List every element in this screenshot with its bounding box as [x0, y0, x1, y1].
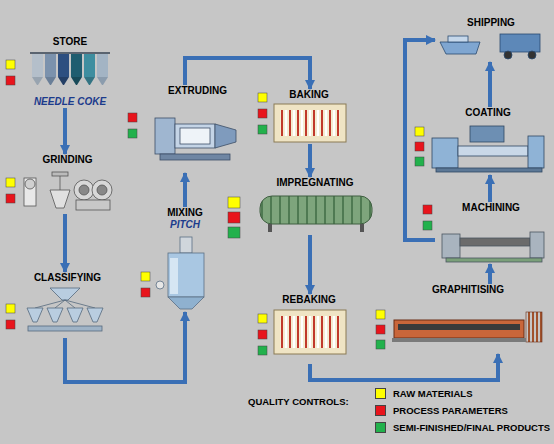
extruder	[155, 118, 236, 160]
legend-item: PROCESS PARAMETERS	[375, 402, 550, 419]
shipping-vehicles	[440, 34, 540, 59]
process-step: IMPREGNATING	[252, 177, 378, 235]
process-step: STORE NEEDLE COKE	[25, 36, 115, 108]
legend-heading: QUALITY CONTROLS:	[248, 396, 349, 408]
mixer	[156, 237, 204, 309]
coating-machine	[432, 126, 544, 172]
step-heading: BAKING	[289, 89, 328, 101]
process-step: REBAKING	[268, 294, 350, 364]
step-heading: STORE	[53, 36, 87, 48]
flow-arrow	[308, 144, 312, 177]
flow-arrow	[488, 264, 492, 284]
silos	[30, 52, 110, 85]
legend-item: SEMI-FINISHED/FINAL PRODUCTS	[375, 419, 550, 436]
flow-arrow	[310, 354, 498, 380]
process-step: MIXINGPITCH	[150, 207, 220, 312]
process-step: COATING	[428, 107, 548, 175]
flow-arrow	[65, 312, 185, 382]
process-step: BAKING	[268, 89, 350, 144]
process-step: CLASSIFYING	[20, 272, 115, 338]
step-heading: GRINDING	[43, 154, 93, 166]
rebaking-furnace	[274, 310, 346, 354]
graphitising-furnace	[392, 312, 542, 342]
legend: RAW MATERIALS PROCESS PARAMETERS SEMI-FINI…	[375, 385, 550, 436]
process-step: GRINDING	[20, 154, 115, 214]
legend-text: PROCESS PARAMETERS	[393, 405, 508, 416]
legend-text: RAW MATERIALS	[393, 388, 473, 399]
autoclave	[260, 196, 372, 232]
process-step: SHIPPING	[435, 17, 547, 62]
flow-arrow	[405, 40, 435, 240]
step-heading: MACHINING	[462, 202, 520, 214]
step-heading: SHIPPING	[467, 17, 515, 29]
step-heading: IMPREGNATING	[276, 177, 353, 189]
baking-furnace	[274, 104, 346, 142]
legend-text: SEMI-FINISHED/FINAL PRODUCTS	[393, 422, 550, 433]
process-step: GRAPHITISING	[388, 284, 548, 354]
legend-item: RAW MATERIALS	[375, 385, 550, 402]
legend-swatch	[375, 388, 386, 399]
step-heading: MIXING	[167, 207, 203, 219]
lathe	[442, 232, 544, 262]
grinders	[24, 172, 112, 210]
step-heading: REBAKING	[282, 294, 335, 306]
flow-arrow	[63, 108, 67, 154]
step-heading: CLASSIFYING	[34, 272, 101, 284]
flow-arrow	[488, 175, 492, 202]
flow-arrow	[185, 58, 310, 89]
flow-arrow	[308, 235, 312, 294]
step-heading: GRAPHITISING	[432, 284, 504, 296]
material-label: PITCH	[170, 219, 200, 231]
flow-arrow	[63, 214, 67, 272]
process-step: MACHINING	[435, 202, 547, 264]
classifier-funnels	[27, 288, 103, 331]
process-step: EXTRUDING	[150, 85, 245, 173]
quality-control-marks	[6, 60, 432, 355]
legend-swatch	[375, 405, 386, 416]
flow-arrow	[183, 173, 187, 207]
material-label: NEEDLE COKE	[34, 96, 106, 108]
step-heading: EXTRUDING	[168, 85, 227, 97]
step-heading: COATING	[465, 107, 510, 119]
flow-arrow	[488, 62, 492, 107]
legend-swatch	[375, 422, 386, 433]
